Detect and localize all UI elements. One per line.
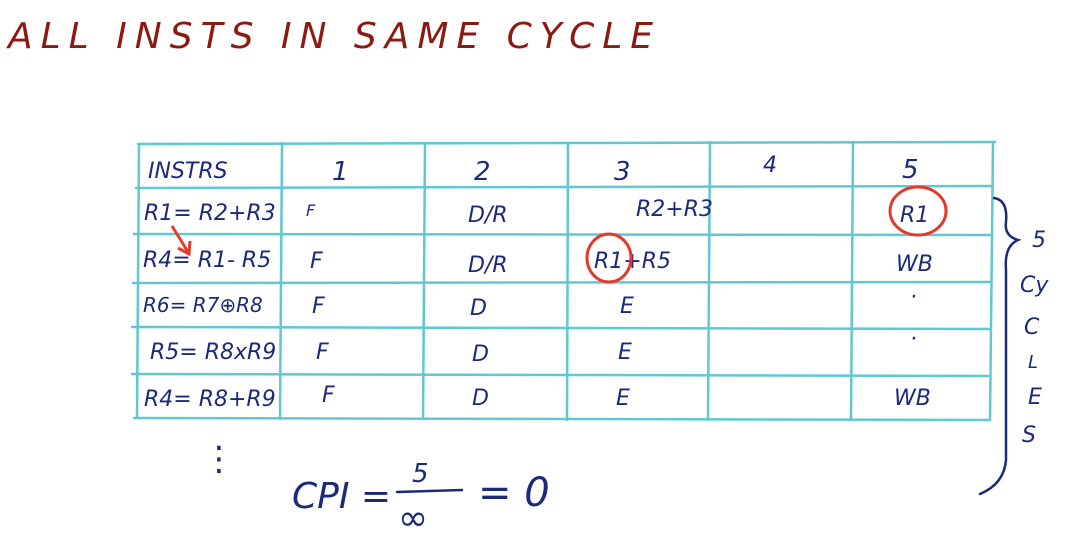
header-instrs: INSTRS <box>148 159 228 184</box>
side-letter-cy: Cy <box>1020 273 1049 298</box>
grid-line-h0 <box>136 140 997 146</box>
grid-line-v4 <box>706 140 712 422</box>
table-row: R1= R2+R3 F D/R R2+R3 R1 <box>144 197 929 228</box>
continuation-dots: ⋮ <box>202 439 236 479</box>
grid-line-h2 <box>132 232 994 237</box>
right-brace <box>978 196 1022 496</box>
row3-cycle-5: · <box>910 285 917 310</box>
row1-cycle-2: D/R <box>468 203 508 228</box>
grid-line-h4 <box>130 325 992 331</box>
row2-cycle-1: F <box>310 249 323 274</box>
row3-cycle-3: E <box>620 294 634 319</box>
row4-instruction: R5= R8xR9 <box>150 340 276 365</box>
operand-r1-circle <box>585 232 633 284</box>
side-letter-l: L <box>1028 352 1038 373</box>
row2-instruction: R4= R1- R5 <box>143 248 271 273</box>
row3-instruction: R6= R7⊕R8 <box>143 293 263 317</box>
row1-cycle-1: F <box>306 201 316 220</box>
header-cycle-2: 2 <box>474 157 491 187</box>
cycle-count-number: 5 <box>1032 228 1046 253</box>
diagram-title: ALL INSTS IN SAME CYCLE <box>6 16 661 57</box>
row2-cycle-3: R1+R5 <box>594 249 671 274</box>
grid-line-h3 <box>131 280 992 285</box>
header-cycle-1: 1 <box>332 157 349 187</box>
fraction-bar <box>395 488 464 494</box>
formula-numerator: 5 <box>412 459 429 489</box>
table-row: R6= R7⊕R8 F D E · <box>143 285 917 321</box>
grid-line-v0 <box>135 142 141 420</box>
grid-line-h5 <box>130 372 990 378</box>
table-row: R4= R1- R5 F D/R R1+R5 WB <box>143 248 933 278</box>
pipeline-table-grid <box>130 140 997 422</box>
grid-line-v3 <box>565 141 570 422</box>
row4-cycle-2: D <box>472 342 489 367</box>
row1-cycle-5: R1 <box>900 203 929 228</box>
side-letter-s: S <box>1022 423 1036 448</box>
cycle-count-annotation: 5 Cy C L E S <box>978 196 1049 496</box>
row2-cycle-2: D/R <box>468 253 508 278</box>
row3-cycle-2: D <box>470 296 487 321</box>
row3-cycle-1: F <box>312 294 325 319</box>
formula-rhs: = 0 <box>478 470 550 516</box>
grid-line-v1 <box>278 141 284 421</box>
dependency-annotations <box>170 185 948 284</box>
side-letter-c: C <box>1024 315 1040 340</box>
grid-line-v5 <box>849 140 855 422</box>
row4-cycle-5: · <box>910 327 917 352</box>
table-row: R4= R8+R9 F D E WB <box>144 383 931 412</box>
result-r1-circle <box>888 185 948 237</box>
formula-denominator: ∞ <box>398 498 428 536</box>
row4-cycle-1: F <box>316 340 329 365</box>
side-letter-e: E <box>1028 385 1042 410</box>
formula-lhs: CPI = <box>292 476 391 517</box>
grid-line-v2 <box>421 141 427 421</box>
cpi-formula: CPI = 5 ∞ = 0 <box>292 459 550 536</box>
grid-line-h6 <box>132 416 990 422</box>
row5-cycle-5: WB <box>894 386 931 411</box>
row5-cycle-3: E <box>616 386 630 411</box>
dependency-arrow-shaft <box>170 225 190 253</box>
grid-line-v6 <box>988 140 995 422</box>
row5-instruction: R4= R8+R9 <box>144 387 276 412</box>
row5-cycle-2: D <box>472 386 489 411</box>
row1-cycle-3: R2+R3 <box>636 197 713 222</box>
table-header-row: INSTRS 1 2 3 4 5 <box>148 153 919 187</box>
row5-cycle-1: F <box>322 383 335 408</box>
row4-cycle-3: E <box>618 340 632 365</box>
row1-instruction: R1= R2+R3 <box>144 201 276 226</box>
header-cycle-5: 5 <box>902 155 919 185</box>
header-cycle-3: 3 <box>614 157 631 187</box>
row2-cycle-5: WB <box>896 252 933 277</box>
grid-line-h1 <box>134 184 995 190</box>
header-cycle-4: 4 <box>763 153 777 178</box>
dependency-arrow-head <box>177 240 192 257</box>
table-row: R5= R8xR9 F D E · <box>150 327 917 367</box>
